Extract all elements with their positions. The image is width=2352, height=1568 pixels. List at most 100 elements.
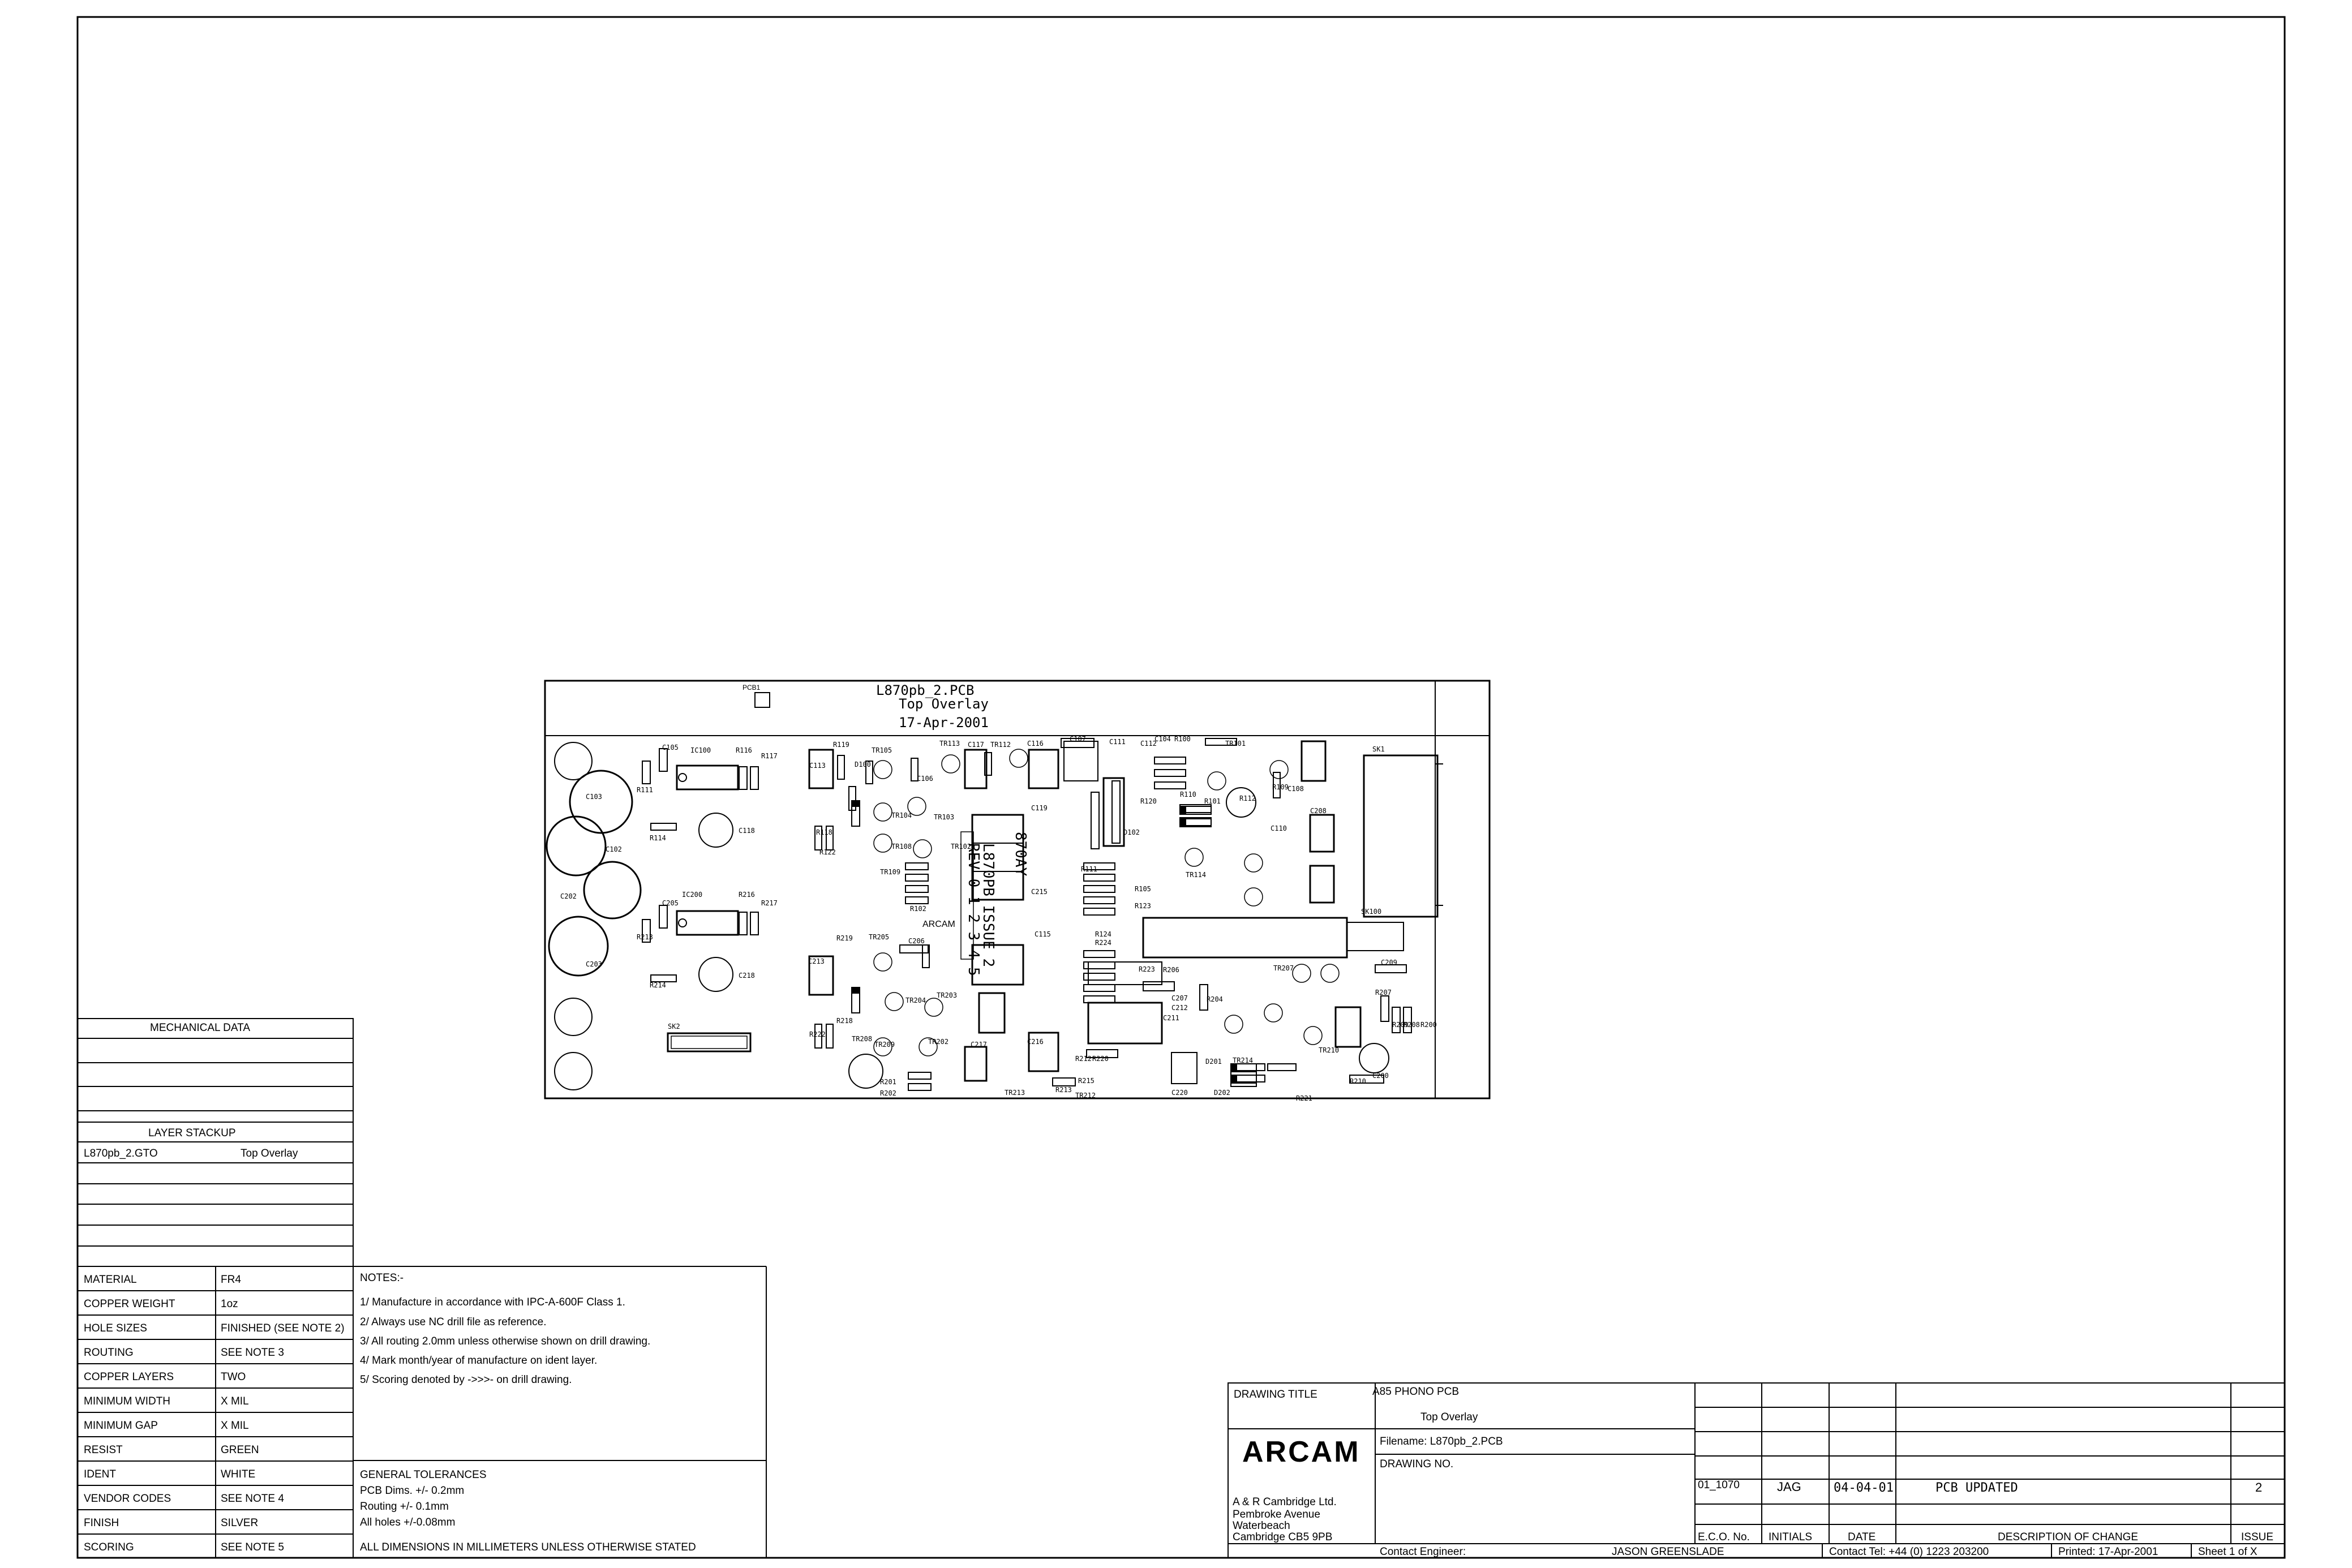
mech-row-label: COPPER WEIGHT xyxy=(84,1298,175,1310)
pcb-designator: TR103 xyxy=(934,813,954,821)
pcb-designator: R120 xyxy=(1140,797,1157,805)
pcb-overlay: PCB1 L870pb_2.PCB Top Overlay 17-Apr-200… xyxy=(544,680,1491,1102)
mounting-hole xyxy=(554,998,593,1036)
pcb-designator: D202 xyxy=(1214,1089,1230,1097)
pcb-designator: C217 xyxy=(971,1041,987,1049)
note-4: 4/ Mark month/year of manufacture on ide… xyxy=(360,1355,597,1367)
capacitor xyxy=(848,1054,883,1089)
drawing-subtitle: Top Overlay xyxy=(1420,1411,1478,1423)
mechanical-data-table: MECHANICAL DATA LAYER STACKUP L870pb_2.G… xyxy=(77,1018,766,1558)
transistors xyxy=(873,749,1340,1056)
mech-row-value: SILVER xyxy=(221,1517,258,1529)
pcb-designator: C113 xyxy=(809,762,826,770)
mech-row-value: 1oz xyxy=(221,1298,238,1310)
pcb-designator: R100 xyxy=(1174,735,1191,743)
pcb-designator: R222 xyxy=(809,1030,826,1038)
pcb-designator: C105 xyxy=(662,744,679,751)
pcb-designator: R224 xyxy=(1095,939,1111,947)
pcb-designator: R109 xyxy=(1272,783,1289,791)
pcb-designator: D102 xyxy=(1123,828,1140,836)
mechanical-data-header: MECHANICAL DATA xyxy=(150,1022,250,1034)
header-initials: INITIALS xyxy=(1769,1531,1812,1543)
power-block xyxy=(1087,1002,1163,1045)
header-eco: E.C.O. No. xyxy=(1698,1531,1750,1543)
component-clusters xyxy=(642,738,1412,1091)
pcb-designator: TR108 xyxy=(891,843,912,850)
header-description: DESCRIPTION OF CHANGE xyxy=(1998,1531,2138,1543)
mech-row-label: VENDOR CODES xyxy=(84,1493,171,1505)
pcb-designator: TR109 xyxy=(880,868,900,876)
diodes xyxy=(851,800,1257,1084)
pcb-designator: R116 xyxy=(736,746,752,754)
mech-row-label: RESIST xyxy=(84,1444,123,1456)
tolerance-3: All holes +/-0.08mm xyxy=(360,1517,455,1528)
ic-200 xyxy=(676,910,739,936)
revision-issue: 2 xyxy=(2255,1480,2262,1494)
pcb-designator: R119 xyxy=(833,741,849,749)
revision-initials: JAG xyxy=(1777,1480,1801,1494)
pcb-designator: R210 xyxy=(1350,1077,1366,1085)
pcb-designator: C211 xyxy=(1163,1014,1179,1022)
pcb-designator: C104 xyxy=(1154,735,1171,743)
pcb-designator: R220 xyxy=(1092,1055,1109,1063)
pcb-designator: C119 xyxy=(1031,804,1048,812)
tolerance-1: PCB Dims. +/- 0.2mm xyxy=(360,1485,464,1497)
note-1: 1/ Manufacture in accordance with IPC-A-… xyxy=(360,1296,625,1308)
pcb-designator: R206 xyxy=(1163,966,1179,974)
pcb-designator: C209 xyxy=(1381,959,1397,966)
pcb-designator: D201 xyxy=(1205,1058,1222,1066)
pcb-designator: C212 xyxy=(1171,1004,1188,1012)
pcb-designator: R122 xyxy=(819,848,836,856)
pcb-designator: C207 xyxy=(1171,994,1188,1002)
pcb-designator: C220 xyxy=(1171,1089,1188,1097)
contact-engineer: JASON GREENSLADE xyxy=(1612,1546,1724,1558)
pcb-frame xyxy=(544,680,1491,1099)
notes-header: NOTES:- xyxy=(360,1272,404,1284)
pcb-designator: R216 xyxy=(739,891,755,899)
note-2: 2/ Always use NC drill file as reference… xyxy=(360,1316,546,1328)
notes-panel: NOTES:- 1/ Manufacture in accordance wit… xyxy=(353,1266,767,1558)
pcb-designator: TR207 xyxy=(1273,964,1294,972)
pcb-designator: R209 xyxy=(1392,1021,1409,1029)
pcb-designator: R102 xyxy=(910,905,926,913)
revision-table xyxy=(1695,1383,2285,1544)
revision-date: 04-04-01 xyxy=(1834,1481,1894,1495)
address-line-4: Cambridge CB5 9PB xyxy=(1233,1531,1332,1543)
revision-description: PCB UPDATED xyxy=(1935,1481,2018,1495)
ic-100 xyxy=(676,764,739,791)
note-5: 5/ Scoring denoted by ->>>- on drill dra… xyxy=(360,1374,572,1386)
pcb-designator: SK100 xyxy=(1361,908,1381,916)
pcb-designator: R214 xyxy=(650,981,666,989)
contact-engineer-label: Contact Engineer: xyxy=(1380,1546,1466,1558)
pcb-designator: C112 xyxy=(1140,740,1157,748)
pcb-designator: C202 xyxy=(560,892,577,900)
pcb-designator: D100 xyxy=(855,761,871,768)
pcb-designator: C200 xyxy=(1372,1072,1389,1080)
pcb-designator: C107 xyxy=(1070,735,1086,743)
pcb-designator: R207 xyxy=(1375,989,1392,996)
mech-row-value: FR4 xyxy=(221,1274,241,1286)
mech-row-label: HOLE SIZES xyxy=(84,1322,147,1334)
printed-date: Printed: 17-Apr-2001 xyxy=(2058,1546,2158,1558)
mech-row-value: X MIL xyxy=(221,1395,249,1407)
pcb-designator: TR203 xyxy=(937,991,957,999)
sk2-connector xyxy=(667,1032,752,1053)
pcb-designator: SK2 xyxy=(668,1023,680,1030)
mech-row-label: IDENT xyxy=(84,1468,116,1480)
pcb-designator: TR112 xyxy=(990,741,1011,749)
pcb-designator: IC200 xyxy=(682,891,702,899)
pcb-designator: SK1 xyxy=(1372,745,1385,753)
layer-name: Top Overlay xyxy=(241,1148,298,1159)
mech-row-value: GREEN xyxy=(221,1444,259,1456)
title-block: DRAWING TITLE A85 PHONO PCB Top Overlay … xyxy=(1227,1382,2285,1558)
pcb-designator: R123 xyxy=(1135,902,1151,910)
pcb-designator: C206 xyxy=(908,937,925,945)
mech-row-value: SEE NOTE 5 xyxy=(221,1541,284,1553)
pcb-designator: R212 xyxy=(1075,1055,1092,1063)
pcb-designator: R208 xyxy=(1404,1021,1420,1029)
pcb-designator: R112 xyxy=(1239,794,1256,802)
pcb-vertical-text-1: 870AY xyxy=(1012,832,1029,877)
pcb-designator: TR208 xyxy=(852,1035,872,1043)
pcb-designator: TR210 xyxy=(1319,1046,1339,1054)
